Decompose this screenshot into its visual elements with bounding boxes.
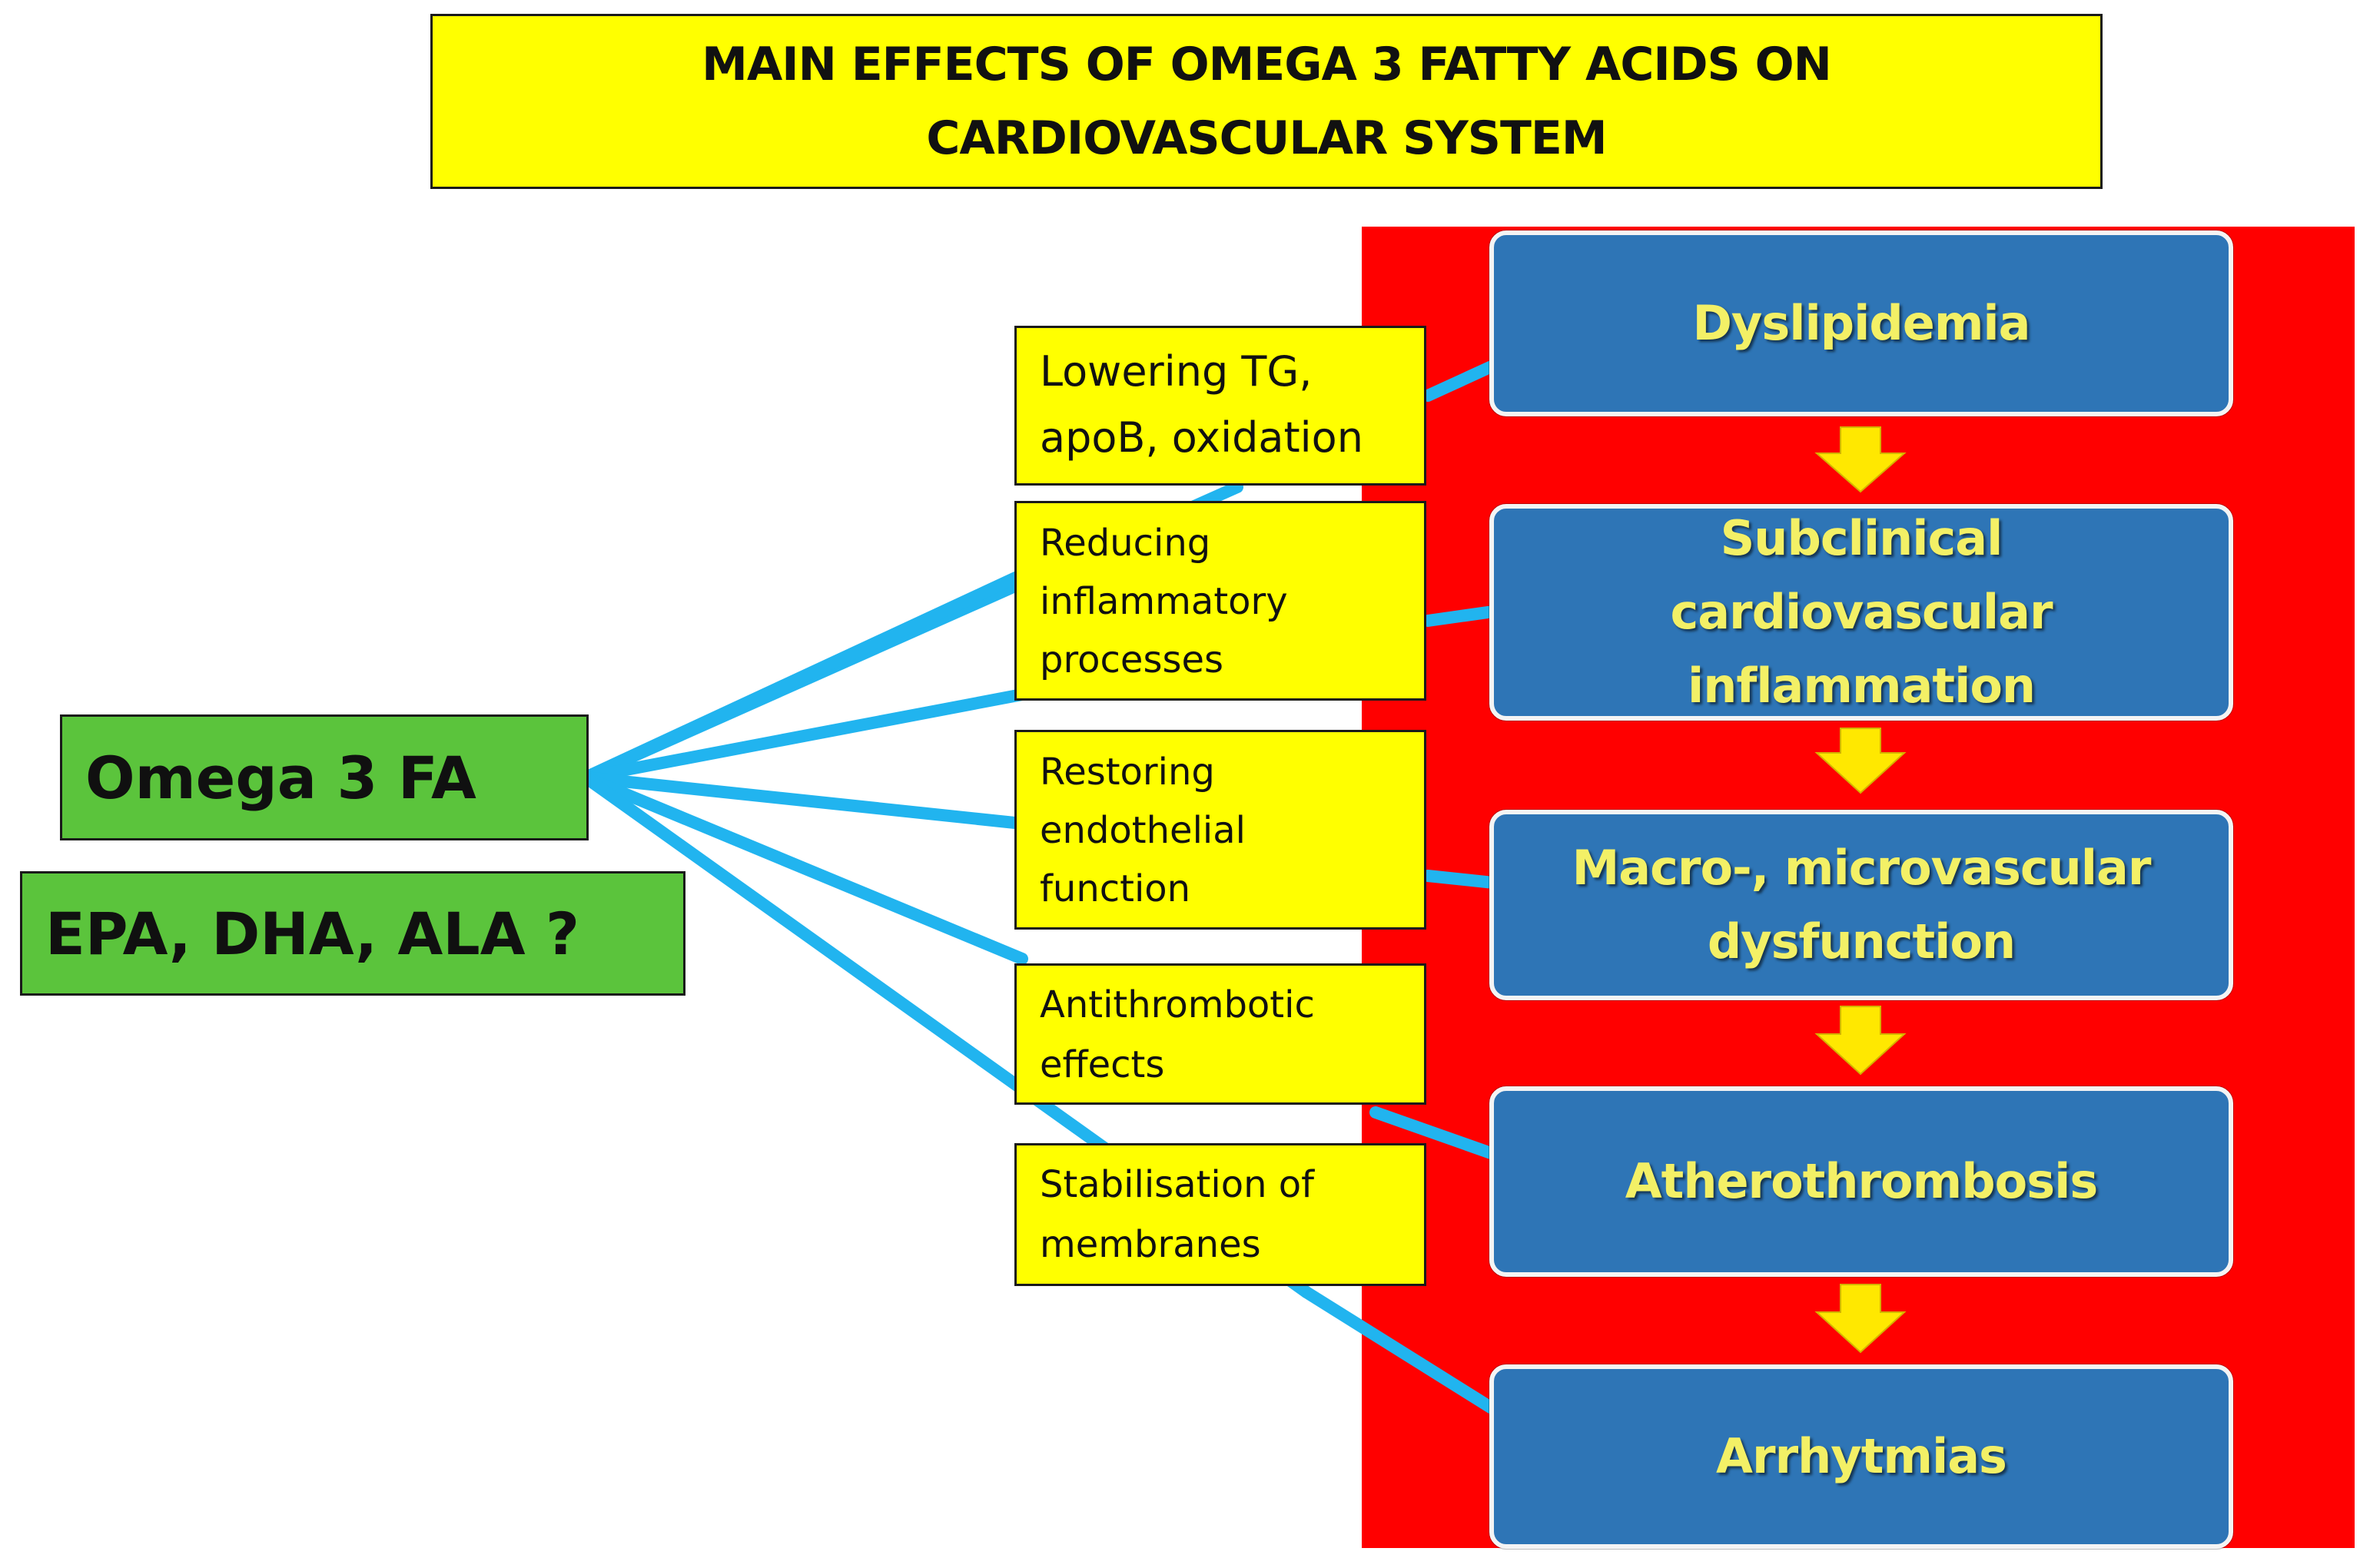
fatty-acid-types-label: EPA, DHA, ALA ? (45, 899, 580, 968)
omega3-label: Omega 3 FA (85, 743, 476, 812)
outcome-subclinical-inflammation-line-1: Subclinical (1720, 510, 2003, 566)
effect-stabilisation-membranes: Stabilisation of membranes (1014, 1143, 1426, 1286)
omega3-box: Omega 3 FA (60, 714, 589, 840)
effect-lowering-tg-line-1: Lowering TG, (1040, 347, 1313, 396)
outcome-vascular-dysfunction-line-1: Macro-, microvascular (1572, 840, 2152, 896)
effect-reducing-inflammation-line-3: processes (1040, 638, 1223, 681)
effect-reducing-inflammation: Reducing inflammatory processes (1014, 501, 1426, 701)
outcome-vascular-dysfunction: Macro-, microvascular dysfunction (1489, 810, 2233, 1000)
outcome-atherothrombosis-line-1: Atherothrombosis (1625, 1153, 2099, 1209)
effect-lowering-tg-line-2: apoB, oxidation (1040, 413, 1363, 462)
effect-reducing-inflammation-line-2: inflammatory (1040, 580, 1288, 623)
connector-line-endothelial (579, 771, 1028, 830)
outcome-atherothrombosis: Atherothrombosis (1489, 1086, 2233, 1277)
down-arrow-icon (1814, 426, 1907, 493)
connector-line-antithrombotic (579, 771, 1028, 965)
outcome-vascular-dysfunction-line-2: dysfunction (1707, 913, 2016, 970)
effect-antithrombotic-line-1: Antithrombotic (1040, 983, 1315, 1026)
effect-antithrombotic-line-2: effects (1040, 1043, 1165, 1086)
down-arrow-icon (1814, 728, 1907, 794)
fatty-acid-types-box: EPA, DHA, ALA ? (20, 871, 685, 996)
effect-reducing-inflammation-line-1: Reducing (1040, 522, 1211, 565)
title-line-2: CARDIOVASCULAR SYSTEM (926, 111, 1607, 165)
outcome-arrhytmias-line-1: Arrhytmias (1716, 1428, 2007, 1484)
down-arrow-icon (1814, 1284, 1907, 1354)
outcome-subclinical-inflammation-line-3: inflammation (1687, 658, 2036, 714)
outcome-arrhytmias: Arrhytmias (1489, 1364, 2233, 1549)
connector-line-inflammation-b (579, 688, 1028, 784)
effect-restoring-endothelial: Restoring endothelial function (1014, 730, 1426, 930)
outcome-dyslipidemia: Dyslipidemia (1489, 230, 2233, 416)
effect-restoring-endothelial-line-3: function (1040, 867, 1191, 910)
effect-stabilisation-membranes-line-1: Stabilisation of (1040, 1163, 1315, 1206)
effect-stabilisation-membranes-line-2: membranes (1040, 1223, 1261, 1266)
outcome-subclinical-inflammation: Subclinical cardiovascular inflammation (1489, 504, 2233, 721)
title-line-1: MAIN EFFECTS OF OMEGA 3 FATTY ACIDS ON (702, 38, 1832, 91)
effect-restoring-endothelial-line-1: Restoring (1040, 751, 1215, 794)
diagram-title: MAIN EFFECTS OF OMEGA 3 FATTY ACIDS ON C… (430, 14, 2103, 189)
effect-antithrombotic: Antithrombotic effects (1014, 963, 1426, 1105)
down-arrow-icon (1814, 1006, 1907, 1076)
effect-restoring-endothelial-line-2: endothelial (1040, 809, 1246, 852)
outcome-subclinical-inflammation-line-2: cardiovascular (1670, 584, 2053, 640)
effect-lowering-tg: Lowering TG, apoB, oxidation (1014, 326, 1426, 486)
outcome-dyslipidemia-line-1: Dyslipidemia (1692, 295, 2030, 351)
connector-line-inflammation-a (579, 569, 1028, 784)
